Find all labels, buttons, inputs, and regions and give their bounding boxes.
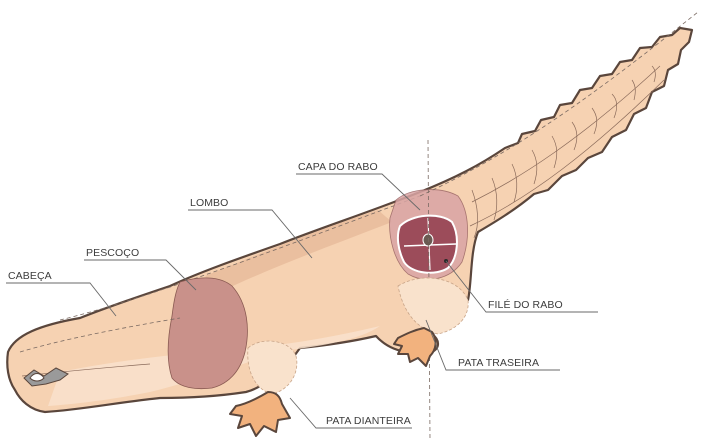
label-lombo: LOMBO	[190, 197, 228, 209]
pescoco-cut	[168, 278, 247, 389]
tail-bone	[423, 234, 433, 246]
label-file-do-rabo: FILÉ DO RABO	[488, 298, 563, 311]
label-capa-do-rabo: CAPA DO RABO	[298, 161, 378, 173]
front-foot	[230, 392, 290, 436]
label-pata-dianteira: PATA DIANTEIRA	[326, 415, 411, 427]
label-pescoco: PESCOÇO	[86, 247, 139, 259]
label-pata-traseira: PATA TRASEIRA	[458, 357, 539, 369]
label-cabeca: CABEÇA	[8, 270, 52, 282]
